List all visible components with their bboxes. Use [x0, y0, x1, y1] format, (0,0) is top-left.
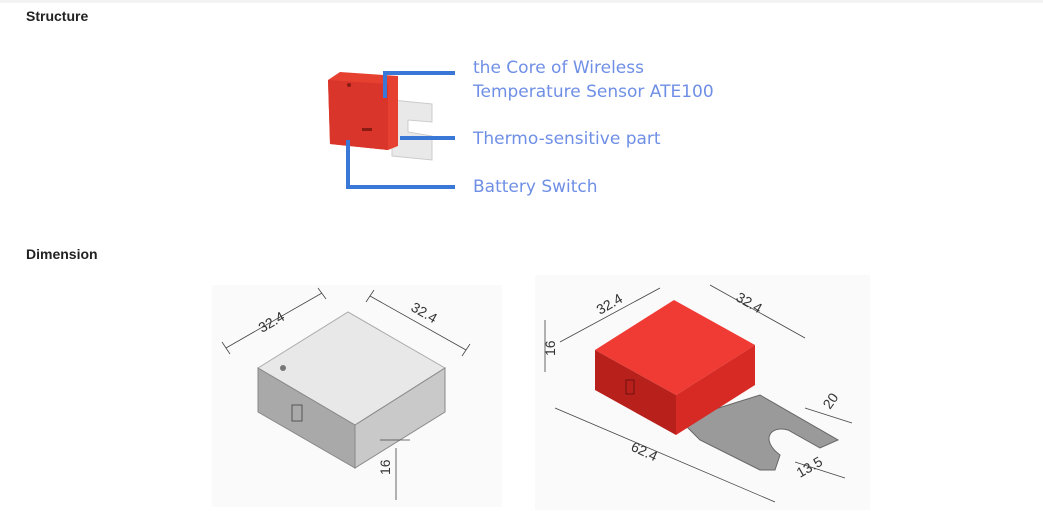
dimension-drawing-right: 32.4 32.4 16 62.4 20 13.5: [535, 275, 870, 510]
sensor-fork-image: [391, 99, 433, 161]
structure-diagram: the Core of Wireless Temperature Sensor …: [328, 58, 714, 197]
label-thermo: Thermo-sensitive part: [472, 129, 661, 149]
section-heading-dimension: Dimension: [26, 246, 98, 262]
dimension-drawing-left: 32.4 32.4 16: [212, 285, 502, 507]
sensor-body-image: [328, 72, 398, 150]
top-border: [0, 0, 1043, 3]
leader-lines: [346, 71, 455, 189]
label-core-line1: the Core of Wireless: [473, 58, 644, 78]
section-heading-structure: Structure: [26, 8, 89, 24]
dim-right-height: 16: [542, 340, 558, 356]
dim-left-height: 16: [377, 459, 393, 475]
label-core-line2: Temperature Sensor ATE100: [472, 82, 714, 102]
label-battery: Battery Switch: [473, 177, 598, 197]
